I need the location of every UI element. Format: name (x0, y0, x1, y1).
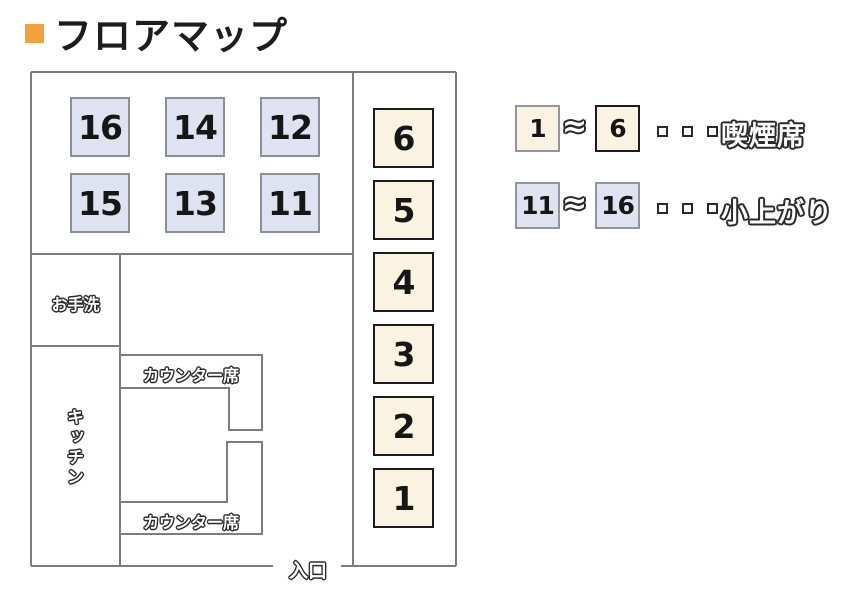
legend-dot (707, 203, 718, 214)
table-16-number: 16 (78, 107, 123, 147)
table-2-number: 2 (392, 406, 416, 446)
kitchen-label: キッチン (63, 408, 83, 488)
table-1-number: 1 (392, 478, 416, 518)
entrance-label: 入口 (282, 556, 334, 583)
legend-dot (682, 126, 693, 137)
counter-top-shape (119, 354, 263, 431)
table-4-number: 4 (392, 262, 416, 302)
table-6: 6 (373, 108, 434, 168)
legend-smoking-label: 喫煙席 (721, 121, 805, 152)
counter-seats-bottom-label: カウンター席 (142, 513, 239, 532)
legend-smoking-from-number: 1 (529, 114, 546, 143)
table-4: 4 (373, 252, 434, 312)
legend-dot (682, 203, 693, 214)
title-bullet-square (25, 23, 44, 43)
legend-koagari-range-symbol: ≈ (562, 186, 588, 221)
table-5-number: 5 (392, 190, 416, 230)
legend-koagari-to-number: 16 (601, 191, 635, 220)
table-13-number: 13 (173, 183, 218, 223)
legend-dot (657, 203, 668, 214)
table-12: 12 (260, 97, 320, 157)
table-14: 14 (165, 97, 225, 157)
legend-koagari-to-box: 16 (595, 182, 640, 229)
table-15: 15 (70, 173, 130, 233)
page-title: フロアマップ (54, 14, 289, 58)
table-2: 2 (373, 396, 434, 456)
legend-dot (657, 126, 668, 137)
legend-smoking-from-box: 1 (515, 105, 560, 152)
table-13: 13 (165, 173, 225, 233)
restroom-label: お手洗 (51, 295, 100, 314)
table-3-number: 3 (392, 334, 416, 374)
table-11-number: 11 (268, 183, 313, 223)
table-12-number: 12 (268, 107, 313, 147)
legend-smoking-range-symbol: ≈ (562, 109, 588, 144)
table-3: 3 (373, 324, 434, 384)
legend-smoking-to-box: 6 (595, 105, 640, 152)
table-6-number: 6 (392, 118, 416, 158)
table-16: 16 (70, 97, 130, 157)
legend-dot (707, 126, 718, 137)
table-5: 5 (373, 180, 434, 240)
counter-bottom-shape (119, 441, 263, 535)
table-14-number: 14 (173, 107, 218, 147)
legend-smoking-to-number: 6 (609, 114, 626, 143)
table-15-number: 15 (78, 183, 123, 223)
table-11: 11 (260, 173, 320, 233)
legend-koagari-from-box: 11 (515, 182, 560, 229)
legend-koagari-label: 小上がり (721, 198, 833, 229)
table-1: 1 (373, 468, 434, 528)
legend-koagari-from-number: 11 (521, 191, 555, 220)
counter-seats-top-label: カウンター席 (142, 366, 239, 385)
page-header: フロアマップ (25, 10, 288, 62)
